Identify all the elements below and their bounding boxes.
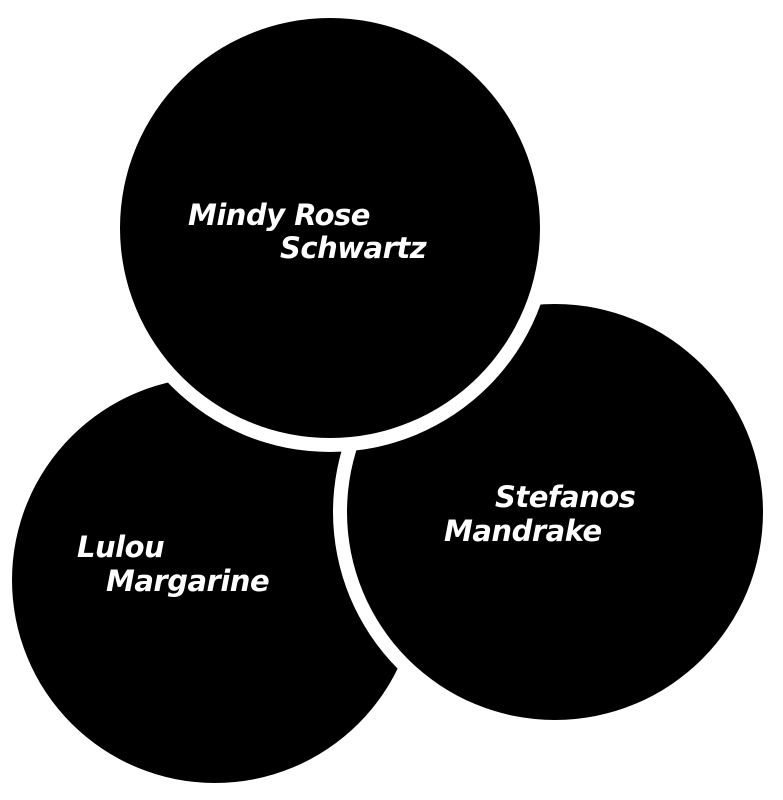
label-mindy-line1: Mindy Rose: [188, 198, 370, 232]
label-lulou-line2: Margarine: [106, 564, 269, 598]
label-lulou-line1: Lulou: [77, 530, 164, 564]
label-stefanos-line2: Mandrake: [444, 514, 602, 548]
label-mindy-line2: Schwartz: [280, 231, 427, 265]
circle-lulou: [12, 377, 418, 783]
label-stefanos-line1: Stefanos: [495, 480, 636, 514]
circle-mindy: [120, 18, 540, 438]
